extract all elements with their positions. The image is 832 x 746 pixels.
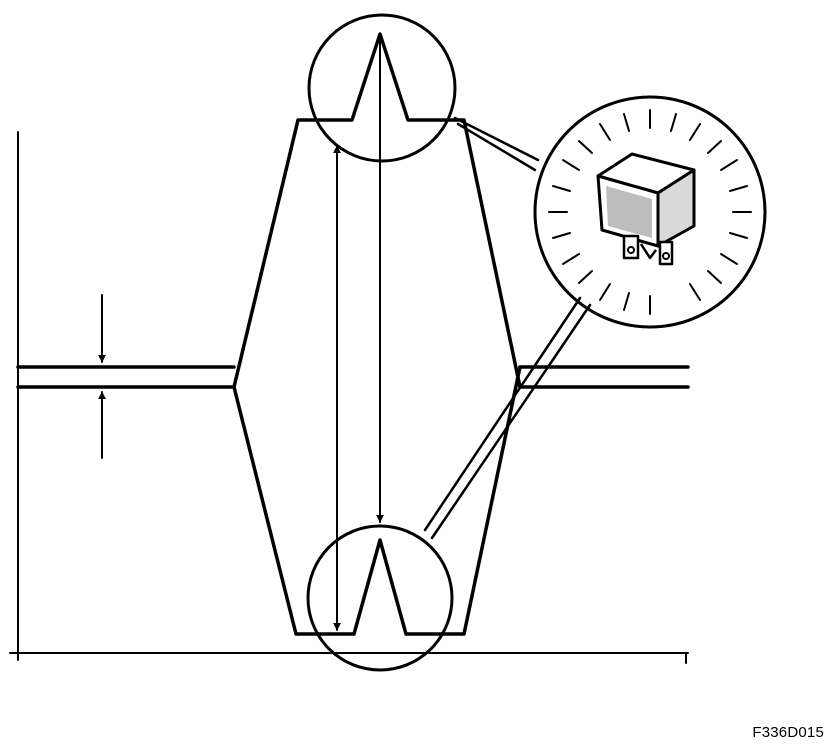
radiating-lines [548,109,752,315]
bottom-peak-detail-circle [306,524,454,672]
leader-lines [423,116,592,540]
figure-code: F336D015 [752,724,824,741]
lower-trace [232,365,522,636]
upper-trace [232,32,522,389]
relay-icon [596,152,696,266]
axes [9,131,689,664]
amplitude-arrows [333,35,384,631]
baseline-left [16,365,236,389]
relay-bubble [533,95,767,329]
